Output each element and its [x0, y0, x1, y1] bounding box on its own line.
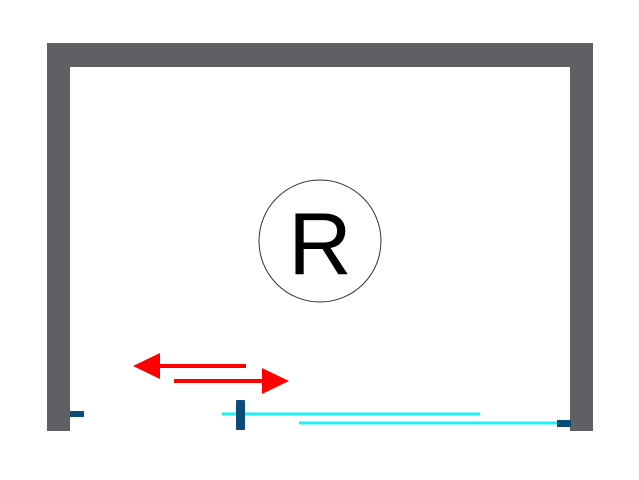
reference-label: R: [288, 194, 352, 293]
wall-profile-right: [557, 420, 571, 427]
glass-panels: [222, 412, 558, 425]
wall-profile-left: [70, 411, 84, 417]
arrow-left-icon: [133, 353, 246, 379]
wall-right: [570, 43, 593, 431]
wall-left: [47, 43, 70, 431]
walls: [47, 43, 593, 431]
reference-circle: [258, 179, 382, 303]
arrow-right-icon: [174, 368, 289, 394]
wall-top: [47, 43, 593, 67]
reference-marker: R: [258, 179, 382, 303]
door-handle: [236, 400, 245, 430]
